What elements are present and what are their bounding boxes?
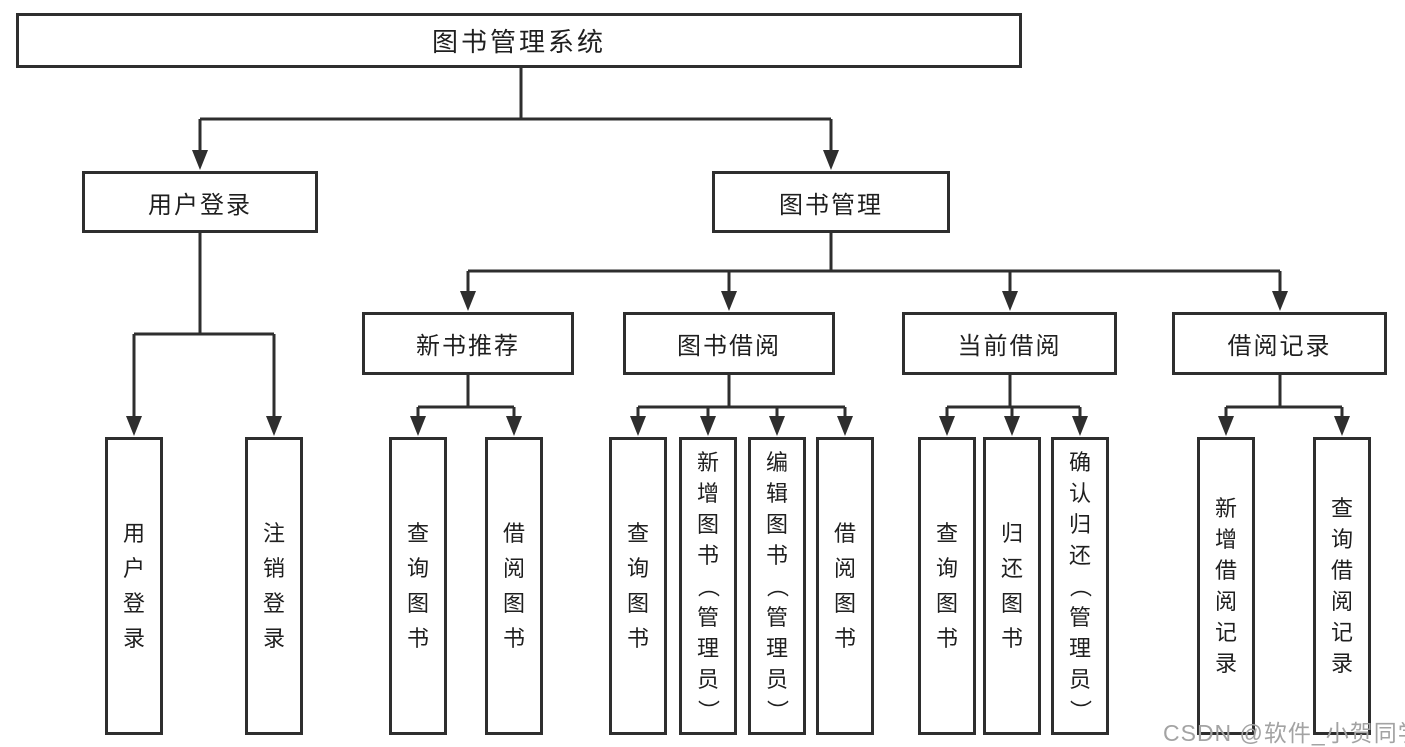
arrow-down-icon	[823, 150, 839, 170]
node-new-book-recommend: 新书推荐	[362, 312, 574, 375]
node-label: 当前借阅	[957, 333, 1062, 360]
leaf-label: 查询图书	[406, 521, 429, 651]
node-book-borrowing: 图书借阅	[623, 312, 835, 375]
leaf-label: 注销登录	[262, 521, 285, 651]
node-book-management: 图书管理	[712, 171, 950, 233]
leaf-label: 查询图书	[935, 521, 958, 651]
leaf-confirm-return-admin: 确认归还（管理员）	[1051, 437, 1109, 735]
node-label: 用户登录	[148, 191, 252, 219]
arrow-down-icon	[126, 416, 142, 436]
connector-group	[410, 375, 522, 436]
csdn-watermark: CSDN @软件_小贺同学	[1163, 720, 1405, 746]
arrow-down-icon	[769, 416, 785, 436]
connector-group	[1218, 375, 1350, 436]
arrow-down-icon	[837, 416, 853, 436]
leaf-label: 新增借阅记录	[1214, 496, 1237, 676]
arrow-down-icon	[939, 416, 955, 436]
arrow-down-icon	[506, 416, 522, 436]
arrow-down-icon	[410, 416, 426, 436]
leaf-label: 用户登录	[122, 521, 145, 651]
arrow-down-icon	[266, 416, 282, 436]
arrow-down-icon	[721, 291, 737, 311]
arrow-down-icon	[1002, 291, 1018, 311]
connector-line	[416, 375, 516, 419]
connector-group	[460, 233, 1288, 311]
arrow-down-icon	[1004, 416, 1020, 436]
leaf-label: 查询借阅记录	[1330, 496, 1353, 676]
node-user-login: 用户登录	[82, 171, 318, 233]
connector-group	[126, 233, 282, 436]
arrow-down-icon	[1072, 416, 1088, 436]
arrow-down-icon	[460, 291, 476, 311]
arrow-down-icon	[192, 150, 208, 170]
leaf-add-borrow-record: 新增借阅记录	[1197, 437, 1255, 735]
leaf-borrowing-query-books: 查询图书	[609, 437, 667, 735]
connector-line	[636, 375, 847, 419]
connector-group	[939, 375, 1088, 436]
arrow-down-icon	[1218, 416, 1234, 436]
leaf-label: 编辑图书（管理员）	[764, 449, 790, 722]
connector-group	[192, 68, 839, 170]
leaf-edit-book-admin: 编辑图书（管理员）	[748, 437, 806, 735]
node-current-borrowing: 当前借阅	[902, 312, 1117, 375]
leaf-current-query-books: 查询图书	[918, 437, 976, 735]
connector-line	[198, 68, 833, 153]
leaf-label: 确认归还（管理员）	[1067, 449, 1093, 722]
node-label: 图书管理	[779, 191, 883, 219]
leaf-newbook-query-books: 查询图书	[389, 437, 447, 735]
arrow-down-icon	[1334, 416, 1350, 436]
arrow-down-icon	[630, 416, 646, 436]
node-borrowing-records: 借阅记录	[1172, 312, 1387, 375]
node-label: 新书推荐	[416, 333, 520, 360]
node-label: 图书管理系统	[431, 27, 606, 57]
arrow-down-icon	[1272, 291, 1288, 311]
connector-line	[945, 375, 1082, 419]
node-label: 图书借阅	[677, 333, 781, 360]
leaf-newbook-borrow-books: 借阅图书	[485, 437, 543, 735]
leaf-label: 查询图书	[626, 521, 649, 651]
arrow-down-icon	[700, 416, 716, 436]
leaf-logout: 注销登录	[245, 437, 303, 735]
leaf-borrowing-borrow-books: 借阅图书	[816, 437, 874, 735]
node-label: 借阅记录	[1227, 333, 1332, 360]
leaf-add-book-admin: 新增图书（管理员）	[679, 437, 737, 735]
leaf-label: 借阅图书	[833, 521, 856, 651]
leaf-return-books: 归还图书	[983, 437, 1041, 735]
leaf-query-borrow-record: 查询借阅记录	[1313, 437, 1371, 735]
leaf-label: 借阅图书	[502, 521, 525, 651]
connector-line	[1224, 375, 1344, 419]
connector-group	[630, 375, 853, 436]
leaf-label: 新增图书（管理员）	[695, 449, 721, 722]
node-library-management-system: 图书管理系统	[16, 13, 1022, 68]
leaf-label: 归还图书	[1000, 521, 1023, 651]
leaf-user-login: 用户登录	[105, 437, 163, 735]
connector-line	[132, 233, 276, 419]
connector-line	[466, 233, 1282, 294]
